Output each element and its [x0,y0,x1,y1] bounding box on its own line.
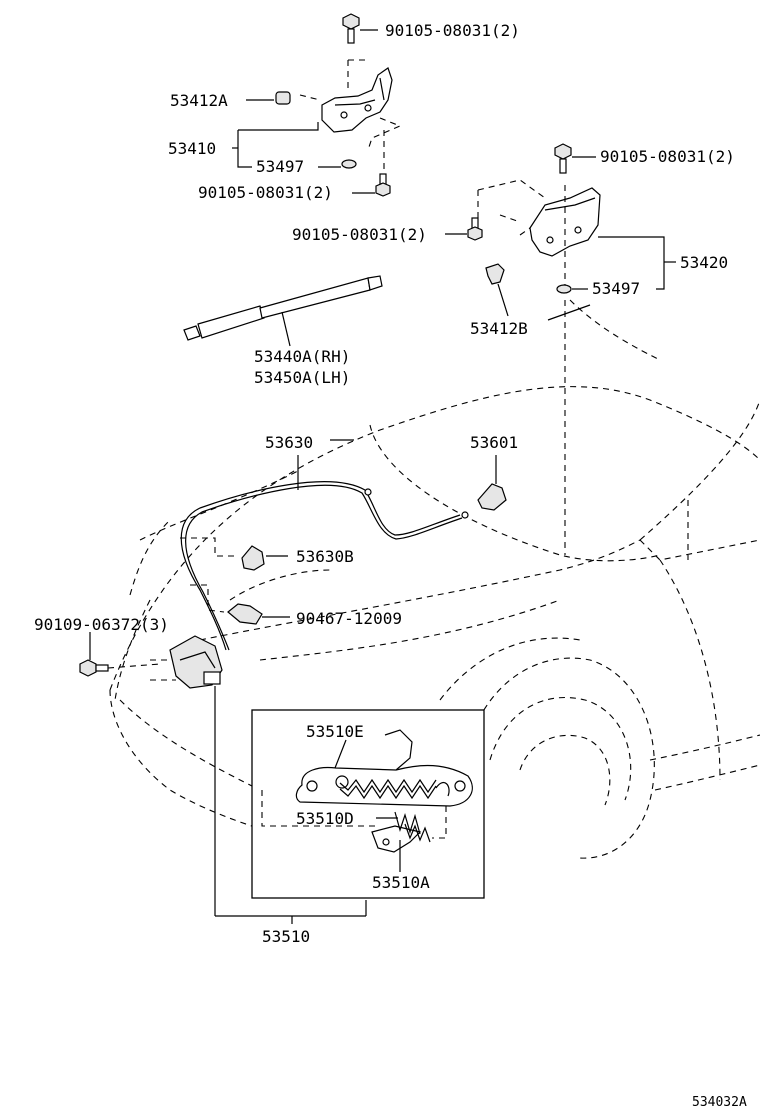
cable-clamp [180,537,288,571]
label-bolt-mid-right: 90105-08031(2) [292,225,427,244]
bolt-top-right [554,143,572,174]
clip-53412b [485,263,505,285]
label-bolt-top-right: 90105-08031(2) [600,147,735,166]
latch-detail-box [251,709,485,899]
label-clip-90467: 90467-12009 [296,609,402,628]
label-bolt-lower-left: 90105-08031(2) [198,183,333,202]
label-handle-53601: 53601 [470,433,518,452]
label-support-lh: 53450A(LH) [254,368,350,387]
washer-left [341,159,357,169]
bolt-top-left [342,13,360,44]
label-washer-left: 53497 [256,157,304,176]
label-spring-53510a: 53510A [372,873,430,892]
bolt-lower-left [375,173,391,197]
release-handle [477,455,507,511]
label-washer-right: 53497 [592,279,640,298]
callout-labels: 90105-08031(2) 53412A 53410 53497 90105-… [34,21,747,1110]
bolt-latch [79,632,161,677]
hinge-left [321,67,393,133]
release-cable [180,439,469,651]
hood-support-rod [183,275,383,347]
label-support-rh: 53440A(RH) [254,347,350,366]
washer-right [556,284,572,294]
label-clip-53412a: 53412A [170,91,228,110]
label-spring-53510d: 53510D [296,809,354,828]
clip-53412a [275,91,291,105]
label-latch-53510: 53510 [262,927,310,946]
bolt-mid-right [467,217,483,241]
label-bolt-top-left: 90105-08031(2) [385,21,520,40]
label-cable-53630: 53630 [265,433,313,452]
label-bolt-latch: 90109-06372(3) [34,615,169,634]
car-body-outline [109,299,760,861]
hood-clip [190,584,290,625]
label-clip-53412b: 53412B [470,319,528,338]
label-hinge-53420: 53420 [680,253,728,272]
label-hinge-53410: 53410 [168,139,216,158]
hinge-right-assembly [445,143,676,555]
hinge-left-assembly [232,13,402,197]
hood-latch [150,635,367,924]
label-clamp-53630b: 53630B [296,547,354,566]
figure-id: 534032A [692,1095,747,1110]
label-spring-53510e: 53510E [306,722,364,741]
